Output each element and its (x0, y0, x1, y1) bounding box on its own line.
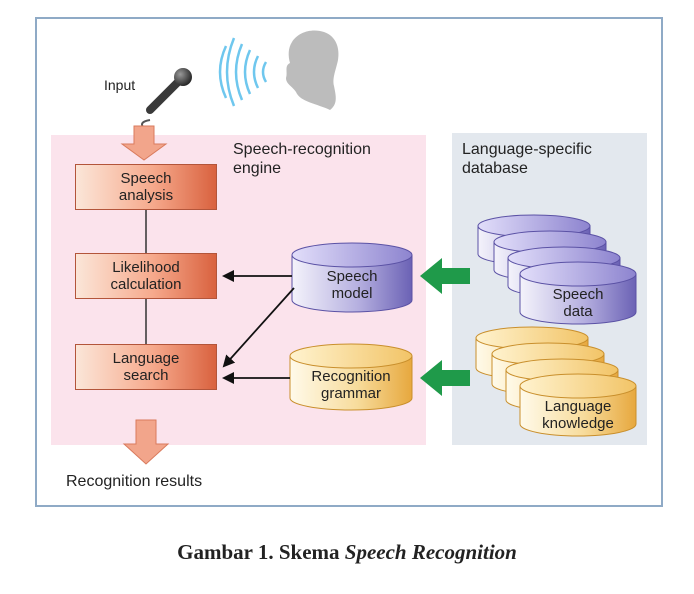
recognition-results-label: Recognition results (66, 473, 203, 490)
speaker-head-icon (286, 30, 339, 110)
green-arrow-speech (420, 258, 470, 294)
speech-data-stack (477, 214, 637, 325)
input-arrow (120, 125, 168, 161)
input-label: Input (104, 77, 136, 93)
speech-model-label: Speech model (326, 268, 378, 302)
caption-prefix: Gambar 1. Skema (177, 540, 345, 564)
language-knowledge-label: Language knowledge (542, 398, 614, 432)
recognition-grammar-cylinder (289, 343, 413, 411)
engine-title: Speech-recognition engine (233, 141, 371, 177)
microphone-icon (141, 68, 192, 129)
green-arrow-grammar (420, 360, 470, 396)
output-arrow (122, 419, 170, 465)
database-title: Language-specific database (462, 141, 592, 177)
language-knowledge-stack (475, 326, 637, 437)
caption-italic: Speech Recognition (344, 540, 517, 564)
sound-waves-icon (218, 37, 268, 107)
recognition-grammar-label: Recognition grammar (311, 368, 391, 402)
language-search-box: Language search (75, 344, 217, 390)
speech-data-label: Speech data (552, 286, 604, 320)
speech-model-cylinder (291, 242, 413, 313)
language-search-label: Language search (112, 350, 180, 384)
speech-analysis-box: Speech analysis (75, 164, 217, 210)
figure-caption: Gambar 1. Skema Speech Recognition (0, 540, 694, 565)
likelihood-calculation-box: Likelihood calculation (75, 253, 217, 299)
arrow-model-to-search (222, 287, 295, 368)
likelihood-calculation-label: Likelihood calculation (110, 259, 182, 293)
speech-analysis-label: Speech analysis (118, 170, 174, 204)
